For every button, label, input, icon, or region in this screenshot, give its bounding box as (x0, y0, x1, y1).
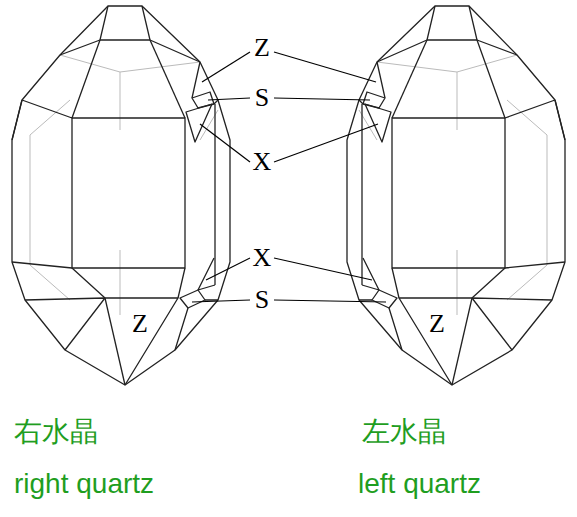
face-label: X (253, 149, 272, 175)
face-label: Z (132, 311, 148, 337)
right-quartz-crystal (12, 6, 230, 385)
left-quartz-crystal (347, 6, 565, 385)
face-label: S (255, 287, 269, 313)
face-label: S (255, 85, 269, 111)
face-label: X (253, 245, 272, 271)
face-label: Z (429, 311, 445, 337)
leader-lines (192, 52, 386, 302)
caption: left quartz (358, 470, 481, 498)
face-label: Z (254, 35, 270, 61)
caption: 左水晶 (362, 418, 446, 446)
caption: 右水晶 (14, 418, 98, 446)
caption: right quartz (14, 470, 154, 498)
